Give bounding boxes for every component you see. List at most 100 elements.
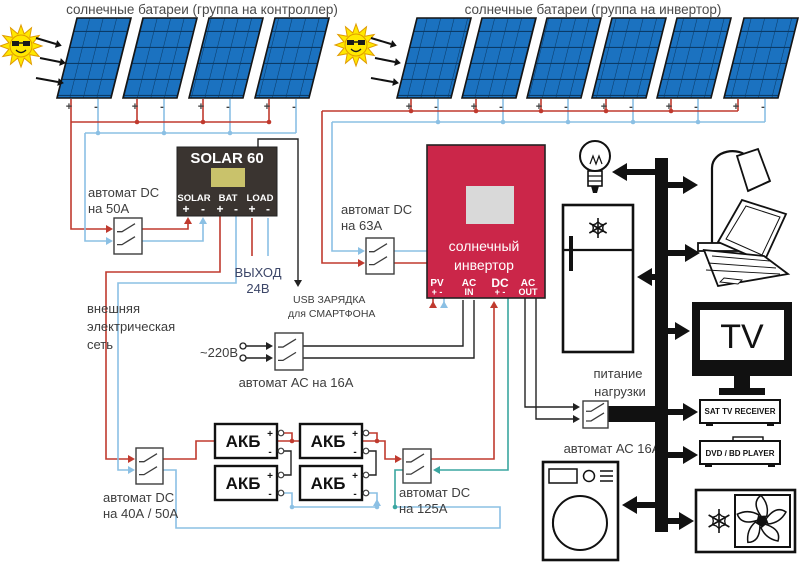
breaker-ac16-load-label: автомат АС 16А: [564, 441, 661, 456]
panel-minus: -: [434, 101, 438, 113]
ac-in-label-1: AC: [462, 278, 476, 289]
breaker-icon: [402, 448, 432, 484]
ac-out-label-1: AC: [521, 278, 535, 289]
output-label-1: ВЫХОД: [234, 265, 281, 280]
terminal-plus: +: [248, 202, 255, 216]
dc-label: DC: [491, 276, 509, 290]
sun-icons: [0, 22, 379, 69]
breaker-dc63-label-1: автомат DC: [341, 202, 412, 217]
distribution-bus: [606, 158, 668, 532]
breaker-icon: [135, 447, 164, 485]
positive-wires: [70, 110, 738, 460]
solar-terminal-label: SOLAR: [177, 193, 210, 204]
breaker-dc125-label-2: на 125А: [399, 501, 448, 516]
panel-plus: +: [471, 101, 477, 113]
controller-name: SOLAR 60: [190, 150, 263, 167]
solar-inverter: солнечный инвертор PV + - AC IN DC + - A…: [426, 144, 546, 299]
terminal-minus: -: [201, 202, 205, 216]
solar-panel: +-: [722, 17, 800, 122]
tv-icon: TV: [692, 302, 792, 395]
snowflake-icons: [588, 218, 730, 533]
breaker-icon: [274, 332, 304, 371]
inverter-display: [466, 186, 514, 224]
breaker-dc50-label-1: автомат DC: [88, 185, 159, 200]
grid-label-3: сеть: [87, 337, 113, 352]
svg-text:+: +: [267, 471, 273, 482]
grid-label-2: электрическая: [87, 319, 175, 334]
dvd-label: DVD / BD PLAYER: [705, 449, 774, 458]
breaker-dc125-label-1: автомат DC: [399, 485, 470, 500]
svg-text:-: -: [268, 447, 271, 458]
svg-text:+: +: [267, 429, 273, 440]
breaker-icon: [582, 400, 609, 429]
panel-minus: -: [94, 101, 98, 113]
terminal-plus: +: [182, 202, 189, 216]
svg-text:+: +: [352, 471, 358, 482]
panel-plus: +: [733, 101, 739, 113]
panel-minus: -: [761, 101, 765, 113]
pv-label: PV: [430, 278, 444, 289]
panel-minus: -: [694, 101, 698, 113]
solar-panel: +-: [253, 17, 331, 133]
battery-bank: АКБ АКБ АКБ АКБ +-+-+-+-: [213, 422, 370, 502]
inverter-dc-minus-wire: [394, 298, 509, 507]
battery-label: АКБ: [311, 474, 346, 493]
panel-plus: +: [536, 101, 542, 113]
snowflake-icon: [708, 509, 730, 533]
battery-terminals: +-: [267, 471, 285, 500]
battery-label: АКБ: [226, 432, 261, 451]
panel-plus: +: [406, 101, 412, 113]
svg-text:-: -: [353, 447, 356, 458]
circuit-breakers: [113, 217, 609, 485]
laptop-icon: [702, 198, 791, 288]
solar-panels: +-+-+-+-+-+-+-+-+-+-: [55, 17, 800, 133]
breaker-dc63-label-2: на 63А: [341, 218, 382, 233]
solar-panel: +-: [590, 17, 668, 122]
usb-label-1: USB ЗАРЯДКА: [293, 294, 365, 306]
sat-label: SAT TV RECEIVER: [705, 407, 776, 416]
battery-terminals: +-: [267, 429, 285, 458]
output-label-2: 24В: [246, 281, 269, 296]
panel-plus: +: [66, 101, 72, 113]
solar-panel: +-: [395, 17, 473, 122]
breaker-ac16-main-label: автомат АС на 16А: [239, 375, 354, 390]
sun-icon: [0, 23, 44, 69]
terminal-minus: -: [266, 202, 270, 216]
right-group-title: солнечные батареи (группа на инвертор): [465, 2, 722, 17]
left-group-title: солнечные батареи (группа на контроллер): [66, 2, 338, 17]
snowflake-icon: [588, 218, 608, 238]
charge-controller: SOLAR 60 SOLAR BAT LOAD + - + - + -: [176, 146, 278, 217]
load-feed-label-1: питание: [593, 366, 642, 381]
external-grid-label: внешняя электрическая сеть ~220В: [87, 301, 238, 360]
load-feed-label-2: нагрузки: [594, 384, 646, 399]
breaker-dc40-label-2: на 40А / 50А: [103, 506, 178, 521]
ac-out-label-2: OUT: [519, 287, 539, 297]
solar-panel: +-: [55, 17, 133, 133]
svg-text:+: +: [352, 429, 358, 440]
battery-terminals: +-: [352, 471, 370, 500]
panel-minus: -: [160, 101, 164, 113]
sun-icon: [333, 22, 379, 68]
solar-panel: +-: [460, 17, 538, 122]
panel-plus: +: [198, 101, 204, 113]
usb-charge-label: USB ЗАРЯДКА для СМАРТФОНА: [288, 294, 375, 320]
panel-plus: +: [132, 101, 138, 113]
tv-label: TV: [720, 318, 764, 356]
mains-terminal: [239, 342, 247, 350]
panel-minus: -: [226, 101, 230, 113]
solar-panel: +-: [655, 17, 733, 122]
usb-label-2: для СМАРТФОНА: [288, 308, 375, 320]
bat-terminal-label: BAT: [219, 193, 238, 204]
pv-polarity: + -: [432, 287, 443, 297]
battery-label: АКБ: [311, 432, 346, 451]
terminal-minus: -: [234, 202, 238, 216]
panel-minus: -: [629, 101, 633, 113]
controller-display: [211, 168, 245, 187]
panel-minus: -: [564, 101, 568, 113]
grid-label-1: внешняя: [87, 301, 140, 316]
panel-plus: +: [264, 101, 270, 113]
panel-plus: +: [666, 101, 672, 113]
solar-panel: +-: [187, 17, 265, 133]
